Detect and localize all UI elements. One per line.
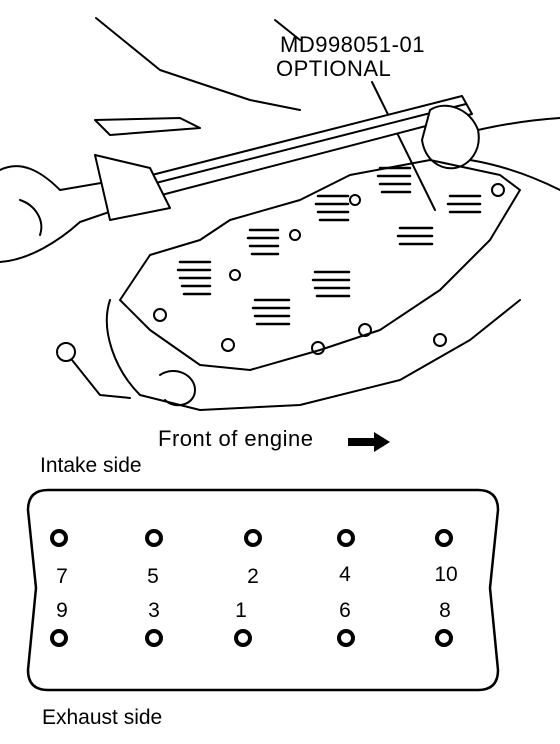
bolt-hole-9 <box>337 629 355 647</box>
tool-number-label: MD998051-01 <box>280 32 425 57</box>
sequence-number: 8 <box>439 599 451 622</box>
sequence-number: 6 <box>339 599 351 622</box>
front-of-engine-label: Front of engine <box>158 426 314 451</box>
intake-side-label: Intake side <box>40 454 142 477</box>
bolt-hole-7 <box>145 629 163 647</box>
sequence-number: 3 <box>148 599 160 622</box>
bolt-hole-2 <box>145 529 163 547</box>
bolt-hole-10 <box>435 629 453 647</box>
bolt-hole-5 <box>435 529 453 547</box>
bolt-hole-4 <box>337 529 355 547</box>
sequence-number: 2 <box>247 565 259 588</box>
sequence-number: 7 <box>56 565 68 588</box>
engine-head-illustration <box>0 17 560 411</box>
bolt-hole-1 <box>50 529 68 547</box>
head-gasket-outline <box>26 488 500 692</box>
exhaust-side-label: Exhaust side <box>42 706 163 729</box>
sequence-number: 9 <box>56 599 68 622</box>
sequence-number: 10 <box>434 563 458 586</box>
sequence-number: 4 <box>339 563 351 586</box>
bolt-hole-6 <box>50 629 68 647</box>
bolt-hole-3 <box>244 529 262 547</box>
sequence-number: 1 <box>235 599 247 622</box>
bolt-hole-8 <box>234 629 252 647</box>
right-arrow-icon <box>348 432 390 452</box>
tool-optional-note: OPTIONAL <box>276 56 392 81</box>
bolt-sequence-diagram: 7 5 2 4 10 9 3 1 6 8 <box>26 488 500 692</box>
sequence-number: 5 <box>147 565 159 588</box>
